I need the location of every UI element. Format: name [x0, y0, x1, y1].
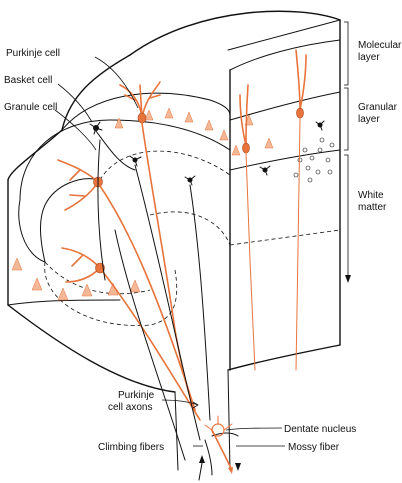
white-matter-dots	[293, 137, 335, 183]
label-granular-line2: layer	[358, 114, 380, 125]
label-granular-line1: Granular	[358, 102, 398, 113]
label-white-line2: matter	[358, 202, 387, 213]
label-purkinje-cell: Purkinje cell	[6, 48, 60, 59]
label-dentate-nucleus: Dentate nucleus	[284, 424, 356, 435]
label-molecular-line2: layer	[358, 52, 380, 63]
label-molecular-line1: Molecular	[358, 40, 402, 51]
granule-clusters	[11, 107, 274, 301]
dentate-nucleus-neuron	[204, 415, 233, 437]
label-climbing-fibers: Climbing fibers	[98, 442, 164, 453]
label-basket-cell: Basket cell	[4, 75, 52, 86]
label-granule-cell: Granule cell	[4, 102, 57, 113]
other-neurons	[89, 120, 325, 481]
label-white-line1: White	[358, 190, 384, 201]
label-purkinje-axons-line1: Purkinje	[118, 390, 155, 401]
purkinje-cells	[57, 49, 307, 474]
tissue-block-outline	[7, 10, 341, 393]
layer-brackets	[344, 21, 351, 283]
folia-outline	[7, 92, 341, 471]
label-mossy-fiber: Mossy fiber	[288, 442, 340, 453]
label-purkinje-axons-line2: cell axons	[108, 402, 152, 413]
label-leaders	[54, 56, 286, 447]
